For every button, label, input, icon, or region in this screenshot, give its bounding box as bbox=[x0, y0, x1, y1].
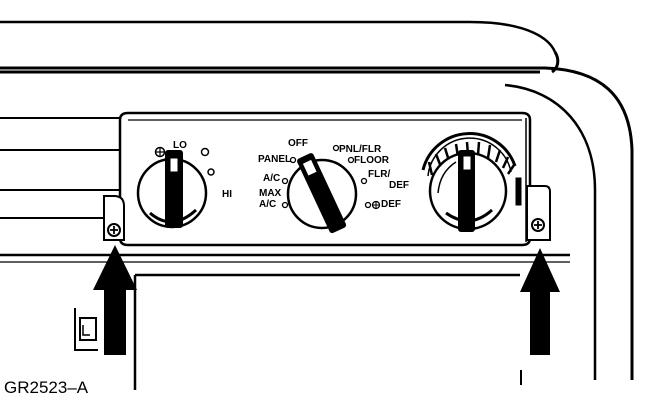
temperature-scale bbox=[421, 132, 522, 206]
speed-dot-icon bbox=[207, 168, 215, 176]
mode-def-label: DEF bbox=[381, 199, 401, 210]
figure-id: GR2523–A bbox=[4, 378, 89, 397]
speed-dot-icon bbox=[200, 147, 210, 157]
mode-flr-label: FLR/ bbox=[368, 169, 390, 180]
phillips-screw-icon bbox=[531, 218, 545, 232]
temp-def-label: DEF bbox=[389, 180, 409, 191]
arrow-up-icon bbox=[93, 245, 137, 355]
dashboard-outline bbox=[0, 20, 634, 380]
mode-selector-knob[interactable] bbox=[286, 152, 358, 234]
fan-speed-knob[interactable] bbox=[136, 150, 208, 229]
fan-lo-label: LO bbox=[173, 140, 187, 151]
fan-hi-label: HI bbox=[222, 189, 232, 200]
snowflake-icon bbox=[371, 200, 381, 210]
mode-max-label: MAX bbox=[259, 188, 282, 199]
fan-icon bbox=[154, 146, 166, 158]
mode-panel-label: PANEL bbox=[258, 154, 291, 165]
temperature-knob[interactable] bbox=[428, 150, 508, 232]
side-clip bbox=[74, 308, 98, 351]
mode-max-ac-label: A/C bbox=[259, 199, 276, 210]
mode-ac-label: A/C bbox=[263, 173, 280, 184]
mode-labels: OFF PNL/FLR PANEL FLOOR A/C FLR/ MAX A/C… bbox=[258, 138, 401, 210]
mode-pnl-flr-label: PNL/FLR bbox=[339, 144, 382, 155]
phillips-screw-icon bbox=[107, 223, 121, 237]
lower-dash-lines bbox=[0, 253, 570, 390]
arrow-up-icon bbox=[520, 248, 560, 355]
mode-off-label: OFF bbox=[288, 138, 308, 149]
mode-floor-label: FLOOR bbox=[354, 155, 390, 166]
